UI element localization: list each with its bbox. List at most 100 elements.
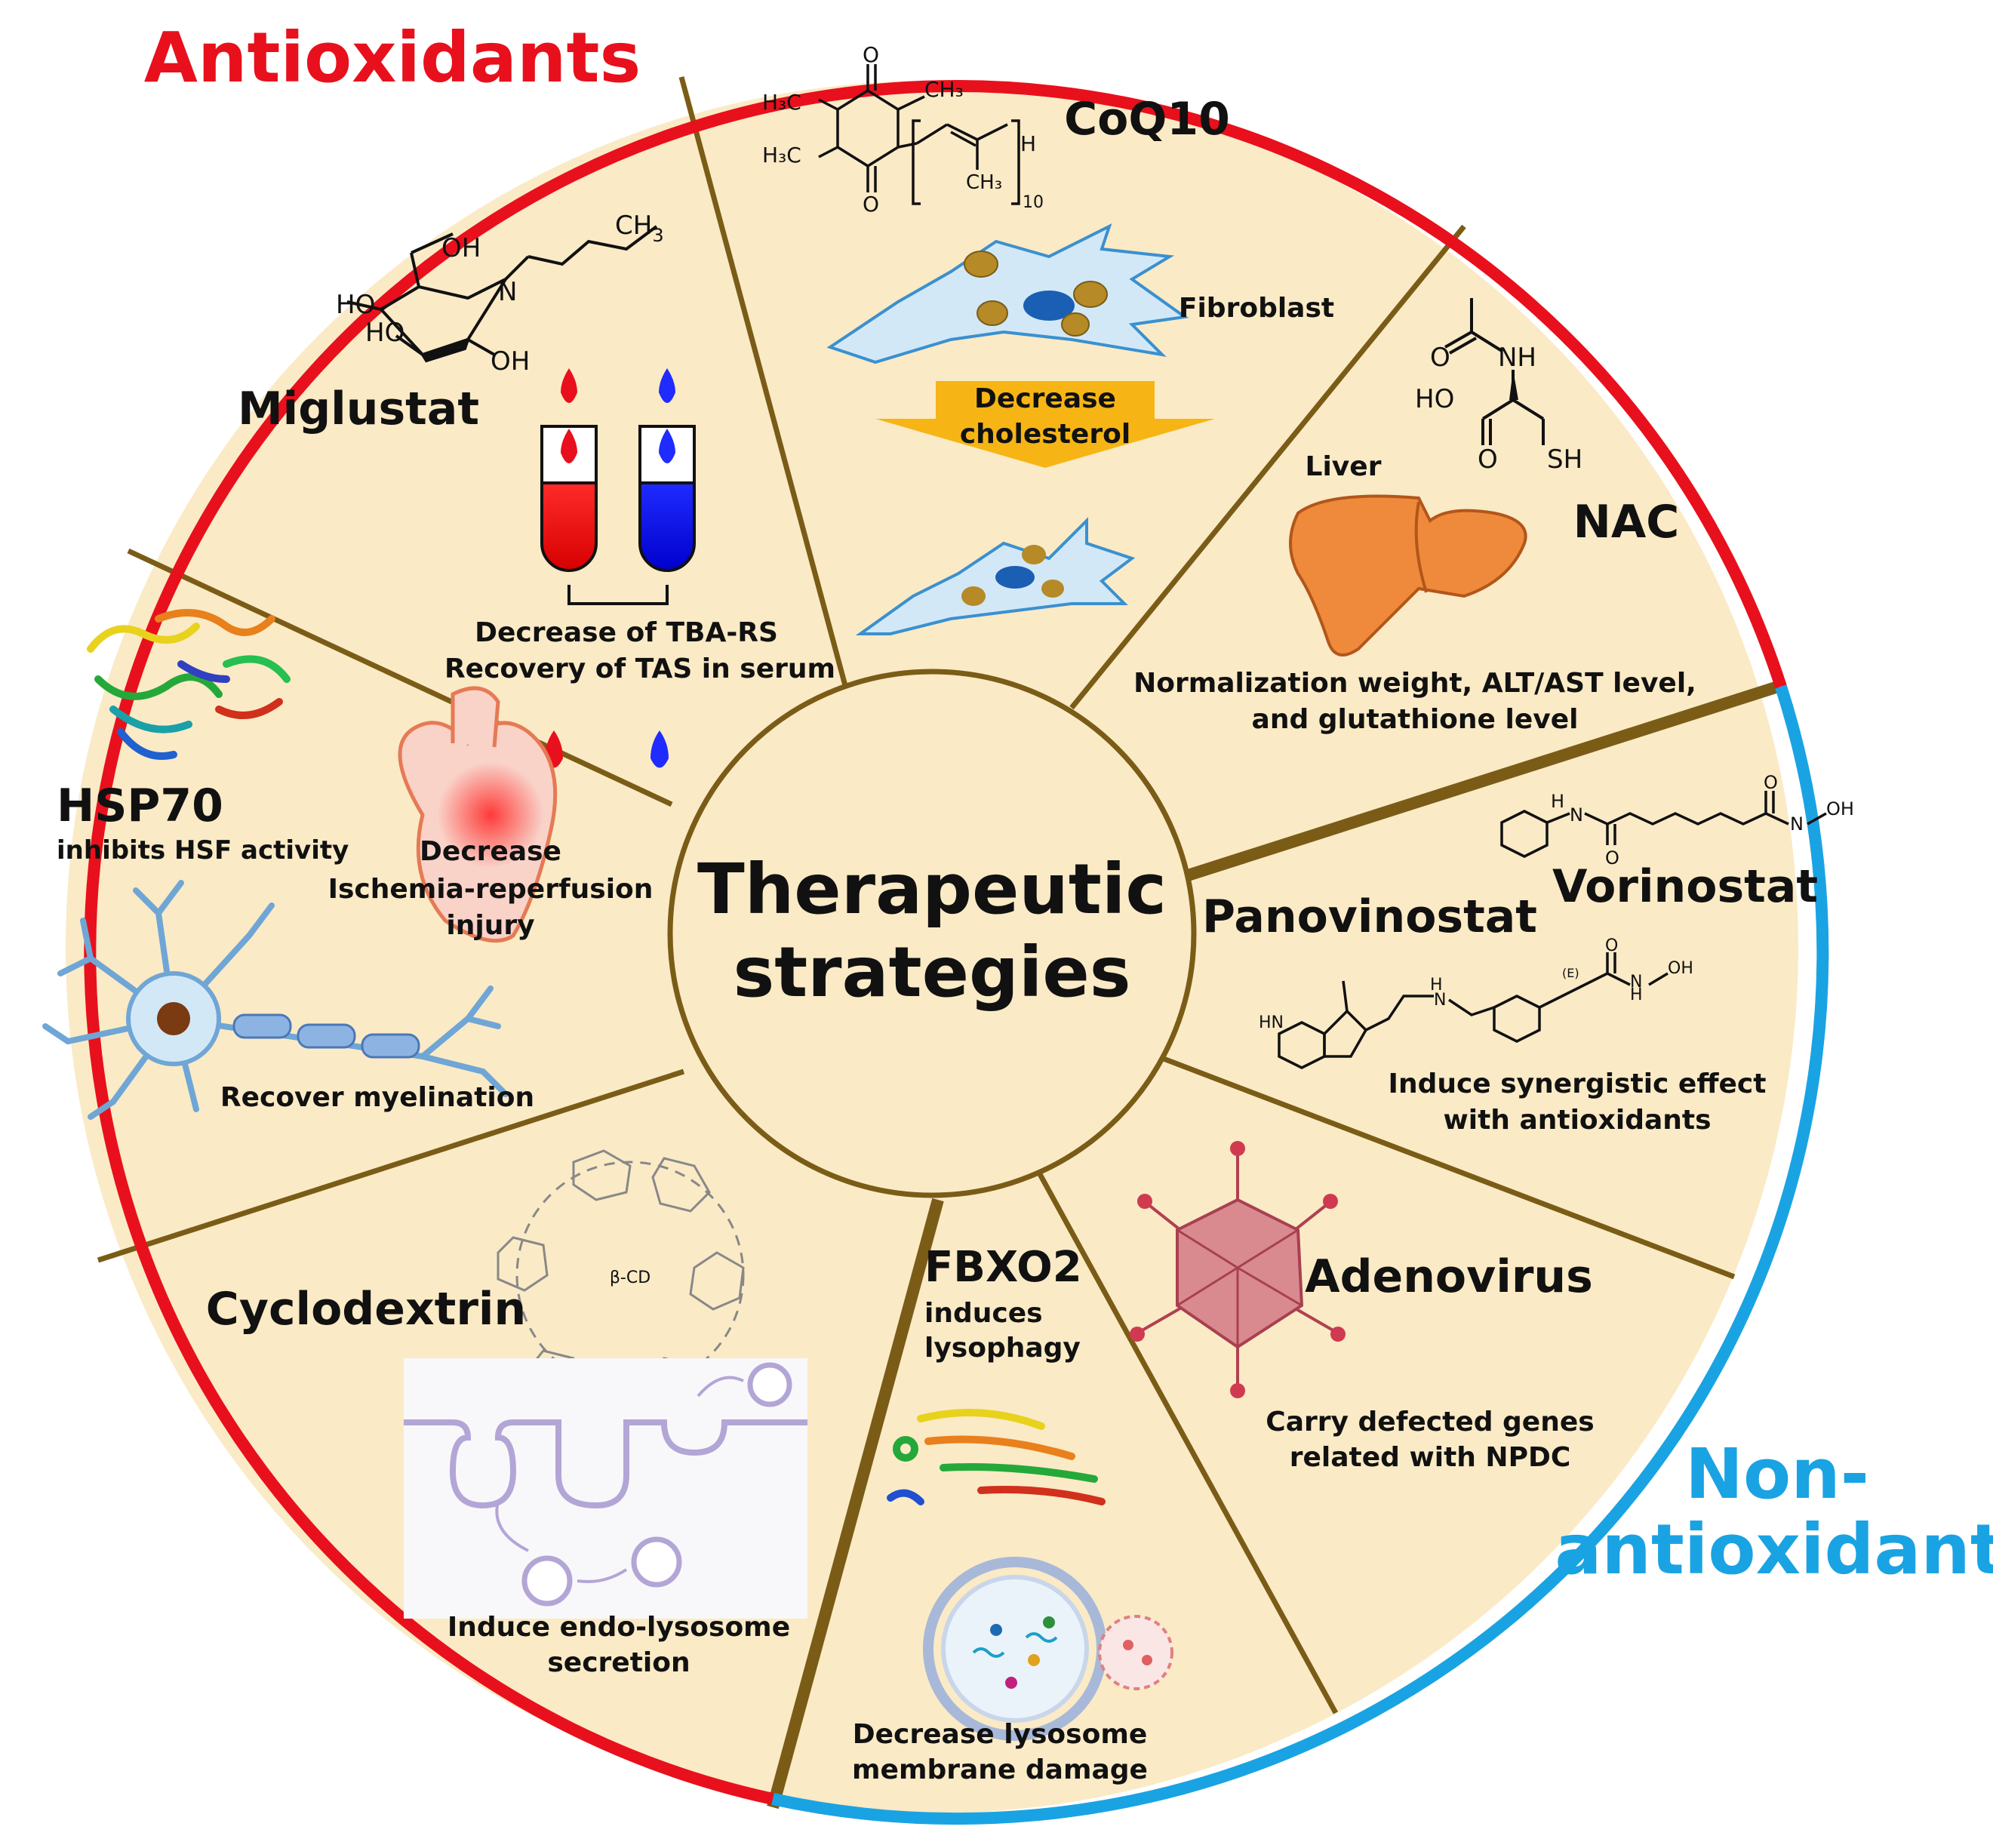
cyclodextrin-chem-label: β-CD xyxy=(610,1268,650,1287)
heart-icon xyxy=(398,686,558,943)
antioxidants-label: Antioxidants xyxy=(144,17,641,98)
coq10-title: CoQ10 xyxy=(1064,93,1230,146)
fbxo2-sub-line2: lysophagy xyxy=(924,1333,1081,1364)
fbxo2-section: FBXO2 induces lysophagy Decrease lysosom… xyxy=(852,1243,1173,1785)
test-tubes-icon xyxy=(540,368,696,768)
vorinostat-h: H xyxy=(1551,791,1564,812)
miglustat-ho-left: HO xyxy=(336,290,375,320)
heart-effect-line2: Ischemia-reperfusion xyxy=(328,874,654,905)
vorinostat-o1: O xyxy=(1605,847,1619,869)
nac-o-bottom: O xyxy=(1478,444,1498,475)
coq10-n: 10 xyxy=(1023,193,1044,212)
liver-icon xyxy=(1289,494,1527,656)
panovinostat-section: Panovinostat HN H N (E) O H N OH Induce … xyxy=(1202,890,1766,1136)
vorinostat-n2: N xyxy=(1790,813,1804,835)
non-antioxidants-label-line1: Non- xyxy=(1685,1434,1869,1514)
fibroblast-icon xyxy=(826,223,1189,364)
nac-effect-line1: Normalization weight, ALT/AST level, xyxy=(1133,668,1696,699)
nac-ho: HO xyxy=(1415,384,1454,414)
hsp70-title: HSP70 xyxy=(57,779,223,832)
cyclodextrin-section: β-CD Cyclodextrin Induce endo-lysosome s… xyxy=(206,1149,807,1678)
antioxidants-ring xyxy=(84,80,1787,1805)
decrease-arrow xyxy=(875,381,1215,468)
vorinostat-title: Vorinostat xyxy=(1552,860,1818,913)
cyclodextrin-effect-line2: secretion xyxy=(547,1647,690,1678)
adenovirus-icon xyxy=(1130,1141,1346,1398)
fbxo2-effect-line2: membrane damage xyxy=(852,1754,1148,1785)
coq10-section: O O H₃C H₃C CH₃ CH₃ H 10 CoQ10 Fibroblas… xyxy=(762,42,1334,635)
panovinostat-effect-line1: Induce synergistic effect xyxy=(1389,1069,1767,1099)
fibroblast-label: Fibroblast xyxy=(1179,293,1334,324)
miglustat-structure xyxy=(346,225,658,363)
hsp70-protein-icon xyxy=(87,609,291,760)
panovinostat-hn: HN xyxy=(1259,1013,1284,1032)
vorinostat-o2: O xyxy=(1764,772,1778,793)
vorinostat-structure xyxy=(1500,791,1827,858)
cyclodextrin-title: Cyclodextrin xyxy=(206,1283,526,1336)
nac-section: O NH HO O SH Liver NAC Normalization wei… xyxy=(1133,298,1696,735)
miglustat-ho-lower: HO xyxy=(365,318,404,348)
neuron-label: Recover myelination xyxy=(220,1082,534,1113)
coq10-h: H xyxy=(1020,131,1036,156)
coq10-ch3-top: CH₃ xyxy=(924,77,964,102)
panovinostat-oh: OH xyxy=(1668,959,1693,978)
group-separators xyxy=(767,681,1780,1810)
fbxo2-title: FBXO2 xyxy=(924,1243,1082,1292)
panovinostat-h: H xyxy=(1430,976,1443,995)
non-antioxidants-ring xyxy=(771,684,1829,1825)
heart-effect-line3: injury xyxy=(446,910,534,941)
adenovirus-title: Adenovirus xyxy=(1305,1250,1593,1303)
panovinostat-title: Panovinostat xyxy=(1202,890,1537,943)
coq10-h3c-lower: H₃C xyxy=(762,143,801,168)
nac-structure xyxy=(1444,298,1545,445)
nac-sh: SH xyxy=(1547,444,1582,475)
panovinostat-effect-line2: with antioxidants xyxy=(1443,1105,1711,1136)
cyclodextrin-effect-line1: Induce endo-lysosome xyxy=(448,1612,790,1643)
center-circle xyxy=(667,669,1197,1198)
coq10-o-bottom: O xyxy=(863,192,879,217)
panovinostat-structure xyxy=(1278,952,1669,1069)
fbxo2-sub-line1: induces xyxy=(924,1298,1043,1329)
fbxo2-effect-line1: Decrease lysosome xyxy=(853,1719,1148,1750)
coq10-o-top: O xyxy=(863,42,879,67)
miglustat-section: OH HO HO OH N CH3 Miglustat Decrease of … xyxy=(238,211,835,768)
nac-effect-line2: and glutathione level xyxy=(1252,704,1579,735)
panovinostat-n: N xyxy=(1434,991,1446,1010)
center-title-line2: strategies xyxy=(733,932,1130,1013)
fibroblast-small-icon xyxy=(855,517,1136,635)
miglustat-oh-top: OH xyxy=(441,233,481,263)
non-antioxidants-label-line2: antioxidants xyxy=(1555,1509,1993,1590)
coq10-ch3-bottom: CH₃ xyxy=(966,171,1002,194)
liver-label: Liver xyxy=(1306,451,1382,482)
miglustat-ch3: CH3 xyxy=(615,211,664,246)
coq10-structure xyxy=(818,64,1020,205)
nac-o: O xyxy=(1430,343,1450,373)
adenovirus-effect-line2: related with NPDC xyxy=(1290,1442,1571,1473)
adenovirus-effect-line1: Carry defected genes xyxy=(1266,1407,1594,1438)
miglustat-title: Miglustat xyxy=(238,383,479,435)
endocytosis-panel xyxy=(404,1358,807,1619)
miglustat-oh-bottom: OH xyxy=(491,346,530,377)
nac-nh: NH xyxy=(1498,343,1536,373)
lysosome-icon xyxy=(923,1557,1173,1741)
hsp70-section: HSP70 inhibits HSF activity Decrease Isc… xyxy=(42,609,654,1120)
neuron-icon xyxy=(42,880,509,1120)
nac-wedge xyxy=(1509,370,1518,400)
section-dividers xyxy=(97,76,1736,1714)
adenovirus-section: Adenovirus Carry defected genes related … xyxy=(1130,1141,1595,1473)
coq10-h3c-upper: H₃C xyxy=(762,90,801,115)
panovinostat-h2: H xyxy=(1630,985,1643,1004)
miglustat-n: N xyxy=(498,277,517,307)
coq10-arrow-line1: Decrease xyxy=(974,383,1116,414)
miglustat-effect-line2: Recovery of TAS in serum xyxy=(444,653,835,684)
fbxo2-protein-icon xyxy=(887,1409,1106,1505)
nac-title: NAC xyxy=(1573,496,1680,549)
center-title-line1: Therapeutic xyxy=(697,849,1167,930)
heart-effect-line1: Decrease xyxy=(420,836,561,867)
panovinostat-o: O xyxy=(1605,936,1618,955)
coq10-arrow-line2: cholesterol xyxy=(960,419,1130,450)
vorinostat-oh: OH xyxy=(1826,798,1854,819)
miglustat-effect-line1: Decrease of TBA-RS xyxy=(475,617,778,648)
panovinostat-n2: N xyxy=(1630,973,1642,992)
